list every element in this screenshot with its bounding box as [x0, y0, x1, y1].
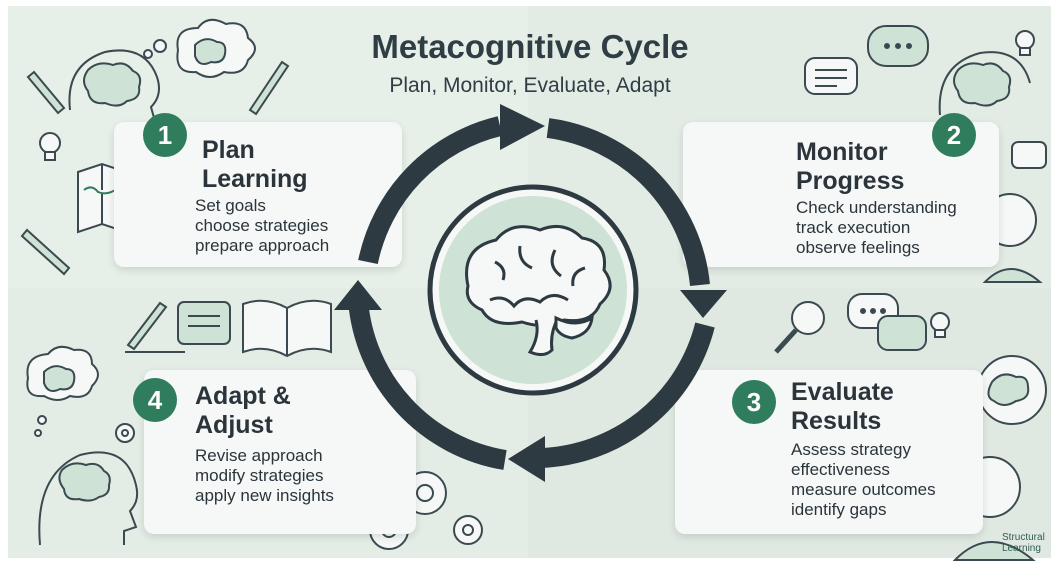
stage-title-line: Progress [796, 167, 905, 195]
stage-title-line: Adapt & [195, 382, 291, 410]
stage-desc-line: Assess strategy [791, 440, 911, 459]
stage-desc-line: Check understanding [796, 198, 957, 217]
logo-line: Learning [1002, 543, 1041, 554]
stage-desc-line: effectiveness [791, 460, 890, 479]
thinking-head-right-icon [938, 51, 1031, 116]
brain-bubble-right-icon [977, 355, 1047, 425]
stage-desc-line: identify gaps [791, 500, 887, 519]
stage-desc-line: choose strategies [195, 216, 329, 235]
stage-desc-monitor: Check understanding track execution obse… [796, 198, 957, 258]
brain-cloud-icon [26, 345, 99, 437]
arrow-monitor-to-evaluate [546, 118, 710, 287]
arrowhead-1 [500, 104, 545, 150]
arrowhead-4 [334, 280, 382, 310]
stage-number-monitor: 2 [932, 113, 976, 157]
stage-desc-plan: Set goals choose strategies prepare appr… [195, 196, 329, 256]
stage-desc-line: prepare approach [195, 236, 330, 255]
diagram-title: Metacognitive Cycle [371, 28, 689, 65]
thinking-head-icon [68, 49, 160, 164]
stage-title-line: Plan [202, 136, 255, 164]
stage-number-plan: 1 [143, 113, 187, 157]
arrow-adapt-to-plan [348, 299, 507, 470]
stage-card-adapt [144, 370, 416, 534]
brand-logo: Structural Learning [1002, 532, 1045, 554]
diagram-subtitle: Plan, Monitor, Evaluate, Adapt [389, 74, 671, 97]
stage-number-evaluate: 3 [732, 380, 776, 424]
arrow-evaluate-to-adapt [539, 322, 715, 468]
arrow-plan-to-monitor [358, 116, 503, 265]
stage-desc-line: Revise approach [195, 446, 323, 465]
stage-desc-line: modify strategies [195, 466, 324, 485]
stage-desc-line: Set goals [195, 196, 266, 215]
stage-title-line: Monitor [796, 138, 888, 166]
pencil-icon [20, 60, 290, 276]
logo-line: Structural [1002, 532, 1045, 543]
thought-bubble-icon [143, 18, 256, 78]
stage-number-adapt: 4 [133, 378, 177, 422]
chat-bubble-icon [804, 25, 1047, 169]
head-profile-icon [38, 451, 139, 546]
brain-icon [465, 224, 612, 357]
stage-card-evaluate [675, 370, 983, 534]
stage-title-monitor: Monitor Progress [796, 138, 904, 196]
stage-title-evaluate: Evaluate Results [791, 378, 894, 436]
stage-desc-line: measure outcomes [791, 480, 936, 499]
stage-desc-line: observe feelings [796, 238, 920, 257]
magnifier-icon [774, 301, 825, 354]
stage-desc-line: track execution [796, 218, 911, 237]
discussion-bubbles-icon [847, 293, 927, 351]
stage-desc-line: apply new insights [195, 486, 334, 505]
cycle-arrows [348, 116, 715, 470]
stage-title-plan: Plan Learning [202, 136, 308, 194]
stage-title-line: Results [791, 407, 882, 435]
arrowhead-2 [680, 290, 727, 318]
stage-title-adapt: Adapt & Adjust [195, 382, 291, 440]
stage-title-line: Evaluate [791, 378, 894, 406]
stage-desc-evaluate: Assess strategy effectiveness measure ou… [791, 440, 936, 520]
stage-title-line: Adjust [195, 411, 273, 439]
arrowhead-3 [508, 436, 545, 482]
stage-title-line: Learning [202, 165, 308, 193]
writing-icons [125, 299, 332, 358]
stage-desc-adapt: Revise approach modify strategies apply … [195, 446, 334, 506]
